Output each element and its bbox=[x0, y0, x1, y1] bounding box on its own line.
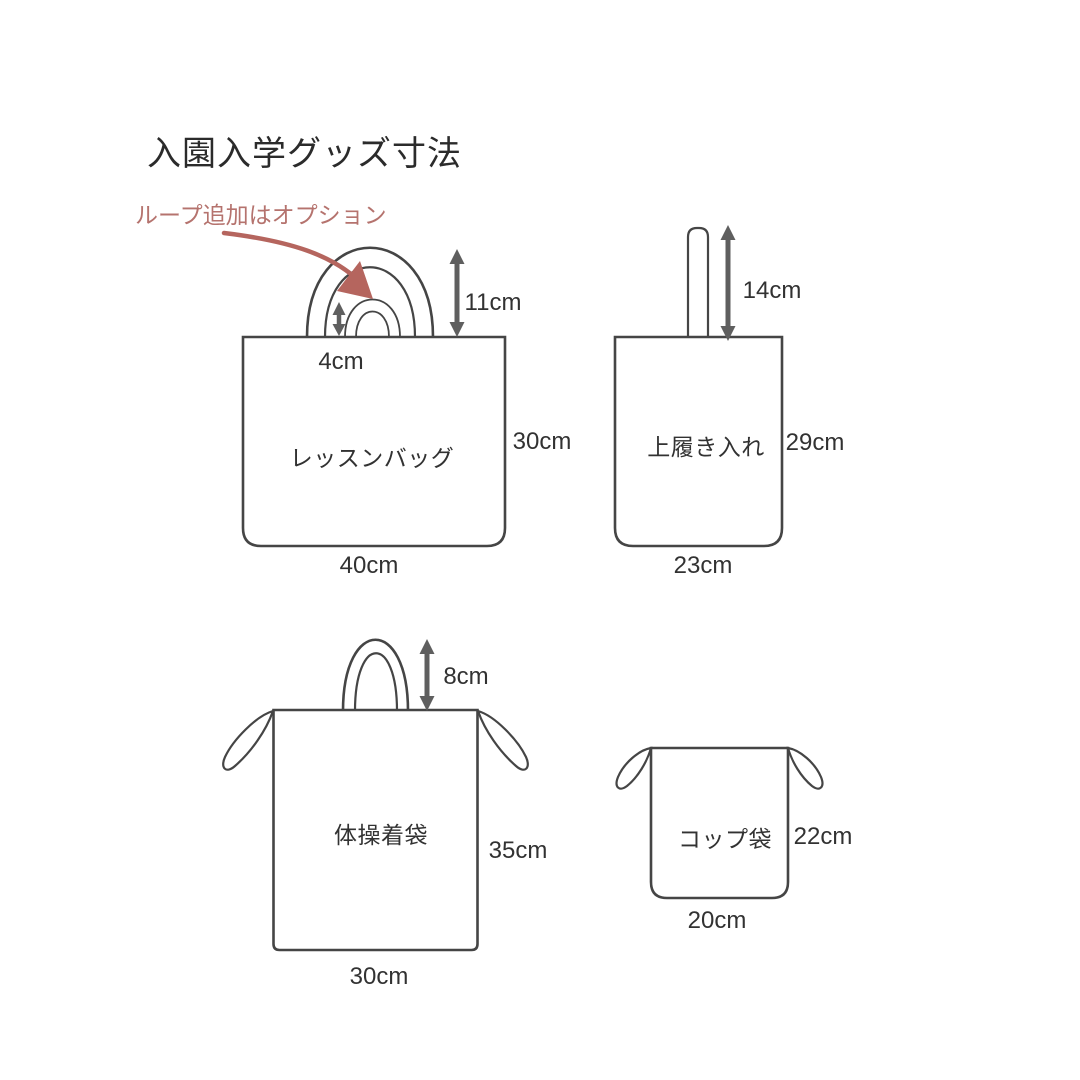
gym-bag-body bbox=[272, 708, 479, 952]
shoe-bag-drawing bbox=[613, 226, 784, 548]
lesson-bag-handle-outer bbox=[305, 246, 435, 338]
cup-bag-body bbox=[649, 746, 790, 900]
cup-bag-left-drawstring bbox=[615, 746, 653, 790]
shoe-bag-strap-height-label: 14cm bbox=[742, 277, 802, 304]
gym-bag-right-drawstring bbox=[476, 709, 529, 771]
lesson-bag-height-label: 30cm bbox=[512, 428, 572, 455]
cup-bag-right-drawstring bbox=[786, 746, 824, 790]
shoe-bag-name-label: 上履き入れ bbox=[647, 434, 765, 460]
shoe-bag-width-label: 23cm bbox=[673, 552, 733, 579]
cup-bag-width-label: 20cm bbox=[687, 907, 747, 934]
shoe-bag-height-label: 29cm bbox=[785, 429, 845, 456]
lesson-bag-handle-inner bbox=[323, 266, 417, 338]
gym-bag-drawing bbox=[222, 638, 529, 952]
lesson-bag-body bbox=[241, 335, 507, 548]
gym-bag-handle-dimension-arrow bbox=[419, 639, 435, 711]
cup-bag-name-label: コップ袋 bbox=[678, 826, 772, 852]
lesson-bag-drawing bbox=[241, 246, 507, 548]
lesson-bag-handle-height-label: 11cm bbox=[464, 289, 522, 316]
cup-bag-drawing bbox=[615, 746, 824, 900]
gym-bag-handle-outer bbox=[341, 638, 410, 712]
lesson-bag-width-label: 40cm bbox=[339, 552, 399, 579]
lesson-bag-name-label: レッスンバッグ bbox=[289, 445, 455, 471]
cup-bag-height-label: 22cm bbox=[793, 823, 853, 850]
shoe-bag-body bbox=[613, 335, 784, 548]
lesson-bag-loop-dimension-arrow bbox=[332, 302, 346, 336]
shoe-bag-strap-dimension-arrow bbox=[720, 225, 736, 341]
page-title: 入園入学グッズ寸法 bbox=[147, 135, 462, 173]
gym-bag-width-label: 30cm bbox=[349, 963, 409, 990]
lesson-bag-handle-dimension-arrow bbox=[449, 249, 465, 337]
lesson-bag-loop-inner bbox=[355, 310, 390, 338]
gym-bag-name-label: 体操着袋 bbox=[334, 822, 428, 848]
gym-bag-left-drawstring bbox=[222, 709, 275, 771]
lesson-bag-loop-outer bbox=[344, 298, 401, 338]
gym-bag-height-label: 35cm bbox=[488, 837, 548, 864]
loop-option-arrow bbox=[221, 230, 373, 299]
gym-bag-handle-inner bbox=[353, 652, 399, 712]
lesson-bag-loop-height-label: 4cm bbox=[318, 348, 364, 375]
loop-option-note: ループ追加はオプション bbox=[135, 202, 387, 228]
gym-bag-handle-height-label: 8cm bbox=[443, 663, 489, 690]
shoe-bag-strap bbox=[686, 226, 710, 340]
